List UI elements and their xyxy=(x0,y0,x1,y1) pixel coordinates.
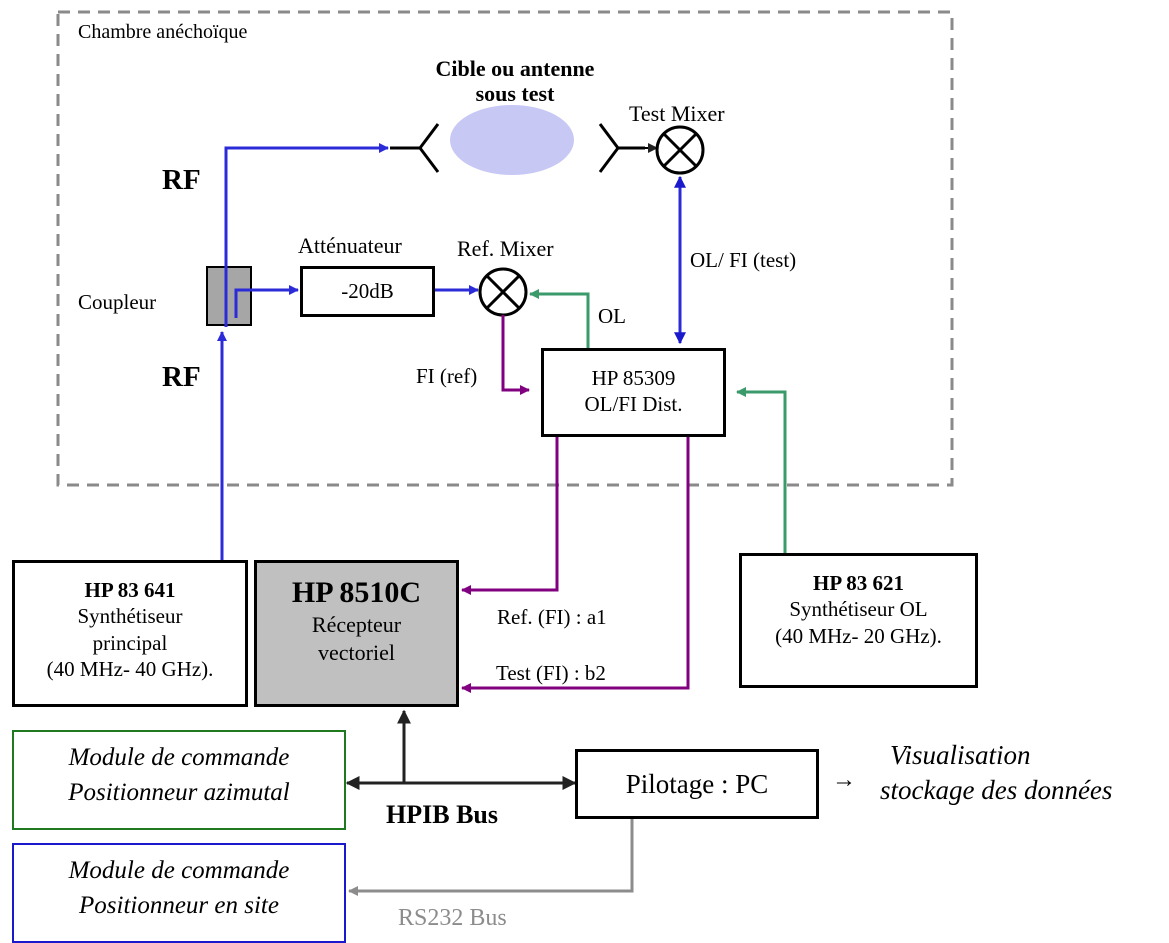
coupler-label: Coupleur xyxy=(78,290,157,314)
ol-fi-test-label: OL/ FI (test) xyxy=(690,248,797,272)
output-arrow: → xyxy=(832,767,856,793)
rs232-bus-line xyxy=(348,799,637,896)
azimuth-module-line1: Module de commande xyxy=(68,744,290,771)
output-label: Visualisation stockage des données xyxy=(880,738,1112,808)
azimuth-module-line2: Positionneur azimutal xyxy=(68,779,290,806)
pc-box: Pilotage : PC xyxy=(575,749,819,819)
site-module-line1: Module de commande xyxy=(68,857,290,884)
test-mixer-label: Test Mixer xyxy=(629,101,725,126)
rx-antenna-icon xyxy=(598,123,645,173)
hpib-bus-label: HPIB Bus xyxy=(386,800,498,829)
rf-label-top: RF xyxy=(162,164,201,196)
fi-ref-label: FI (ref) xyxy=(416,364,478,388)
ol-label: OL xyxy=(598,304,626,328)
rf-label-bottom: RF xyxy=(162,361,201,393)
attenuator-value: -20dB xyxy=(341,279,394,303)
target-label-line2: sous test xyxy=(475,81,555,107)
ol-to-ref-mixer-line xyxy=(529,289,590,348)
tx-antenna-icon xyxy=(390,123,440,173)
test-fi-b2-line xyxy=(461,437,690,693)
azimuth-module-box: Module de commande Positionneur azimutal xyxy=(12,730,346,830)
target-label: Cible ou antenne sous test xyxy=(405,56,625,107)
rf-to-antenna-line xyxy=(224,143,389,300)
ref-fi-a1-line xyxy=(461,437,559,595)
receiver-line1: Récepteur xyxy=(311,612,402,637)
synth-ol-line1: Synthétiseur OL xyxy=(789,597,928,622)
coupler-box xyxy=(206,266,252,326)
synth-main-line1: Synthétiseur xyxy=(77,604,183,629)
target-ellipse xyxy=(450,105,574,175)
output-line2: stockage des données xyxy=(880,775,1113,806)
fi-ref-line xyxy=(501,315,530,395)
synth-ol-to-distributor-line xyxy=(736,387,787,553)
synth-ol-line2: (40 MHz- 20 GHz). xyxy=(775,623,942,648)
synth-main-title: HP 83 641 xyxy=(84,578,176,602)
target-label-line1: Cible ou antenne xyxy=(435,56,595,81)
distributor-line2: OL/FI Dist. xyxy=(584,392,683,417)
receiver-line2: vectoriel xyxy=(318,639,395,665)
output-line1: Visualisation xyxy=(890,740,1031,770)
ref-fi-a1-label: Ref. (FI) : a1 xyxy=(497,605,607,629)
chamber-label: Chambre anéchoïque xyxy=(78,21,248,43)
synth-main-line3: (40 MHz- 40 GHz). xyxy=(46,656,214,681)
site-module-line2: Positionneur en site xyxy=(79,892,279,919)
anechoic-chamber-border xyxy=(56,10,954,487)
synth-ol-title: HP 83 621 xyxy=(812,571,904,595)
rs232-bus-label: RS232 Bus xyxy=(398,905,507,931)
synth-main-line2: principal xyxy=(92,630,168,655)
synth-main-box: HP 83 641 Synthétiseur principal (40 MHz… xyxy=(12,560,248,707)
site-module-box: Module de commande Positionneur en site xyxy=(12,843,346,943)
pc-label: Pilotage : PC xyxy=(625,769,769,799)
target-ellipse-hit xyxy=(450,105,574,175)
receiver-box: HP 8510C Récepteur vectoriel xyxy=(254,560,459,707)
distributor-line1: HP 85309 xyxy=(591,366,676,390)
receiver-title: HP 8510C xyxy=(291,576,422,609)
ref-mixer-label: Ref. Mixer xyxy=(457,236,554,261)
ref-mixer-icon xyxy=(478,267,528,317)
test-mixer-icon xyxy=(655,125,705,175)
attenuator-title: Atténuateur xyxy=(298,233,402,258)
attenuator-box: -20dB xyxy=(300,266,435,317)
synth-ol-box: HP 83 621 Synthétiseur OL (40 MHz- 20 GH… xyxy=(739,553,978,688)
test-fi-b2-label: Test (FI) : b2 xyxy=(496,661,606,685)
distributor-box: HP 85309 OL/FI Dist. xyxy=(541,348,726,437)
